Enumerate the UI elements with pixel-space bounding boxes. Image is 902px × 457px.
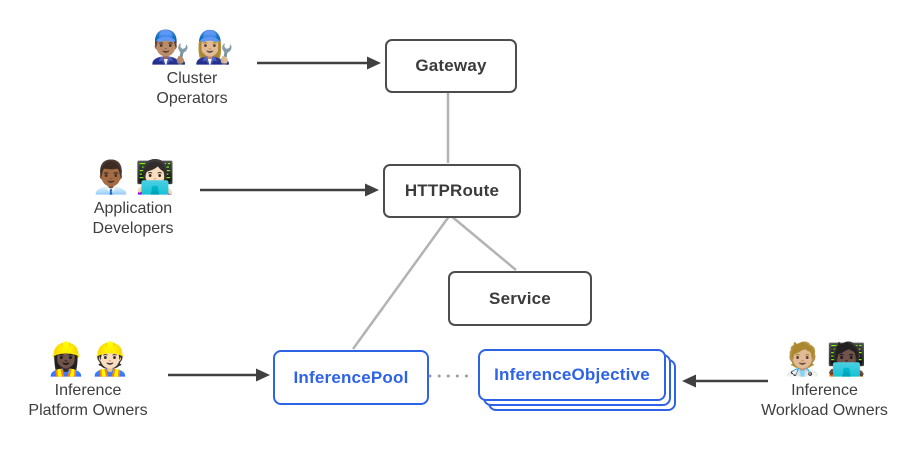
man-construction-worker-icon: 👷🏻: [90, 341, 130, 377]
construction-worker-emojis: 👷🏿‍♀️👷🏻: [8, 338, 168, 380]
persona-label: Inference Platform Owners: [28, 382, 148, 419]
persona-label: Inference Workload Owners: [761, 382, 888, 419]
gateway-node: Gateway: [385, 39, 517, 93]
httproute-service-line: [449, 214, 517, 271]
man-mechanic-icon: 👨🏽‍🔧: [150, 29, 190, 65]
office-worker-icon: 👨🏾‍💼: [91, 159, 131, 195]
httproute-node: HTTPRoute: [383, 164, 521, 218]
persona-inference-platform-owners: 👷🏿‍♀️👷🏻 Inference Platform Owners: [8, 338, 168, 421]
persona-cluster-operators: 👨🏽‍🔧👩🏼‍🔧 Cluster Operators: [112, 26, 272, 109]
health-worker-icon: 🧑🏼‍⚕️: [782, 341, 823, 377]
woman-construction-worker-icon: 👷🏿‍♀️: [46, 341, 86, 377]
person-technologist-icon: 🧑🏿‍💻: [826, 341, 867, 377]
woman-technologist-icon: 👩🏻‍💻: [135, 159, 175, 195]
woman-mechanic-icon: 👩🏼‍🔧: [194, 29, 234, 65]
workload-owners-arrow: [682, 374, 768, 388]
mechanic-emojis: 👨🏽‍🔧👩🏼‍🔧: [112, 26, 272, 68]
persona-application-developers: 👨🏾‍💼👩🏻‍💻 Application Developers: [53, 156, 213, 239]
application-developers-arrow: [200, 183, 379, 197]
platform-owners-arrow: [168, 368, 270, 382]
persona-inference-workload-owners: 🧑🏼‍⚕️🧑🏿‍💻 Inference Workload Owners: [742, 338, 902, 421]
inference-pool-node: InferencePool: [273, 350, 429, 405]
workload-owner-emojis: 🧑🏼‍⚕️🧑🏿‍💻: [742, 338, 902, 380]
httproute-inferencepool-line: [351, 214, 452, 350]
service-node: Service: [448, 271, 592, 326]
persona-label: Cluster Operators: [156, 70, 228, 107]
persona-label: Application Developers: [92, 200, 174, 237]
inference-objective-node: InferenceObjective: [478, 349, 666, 401]
developer-emojis: 👨🏾‍💼👩🏻‍💻: [53, 156, 213, 198]
cluster-operators-arrow: [257, 56, 381, 70]
inference-objective-stack: InferenceObjective: [478, 349, 676, 411]
